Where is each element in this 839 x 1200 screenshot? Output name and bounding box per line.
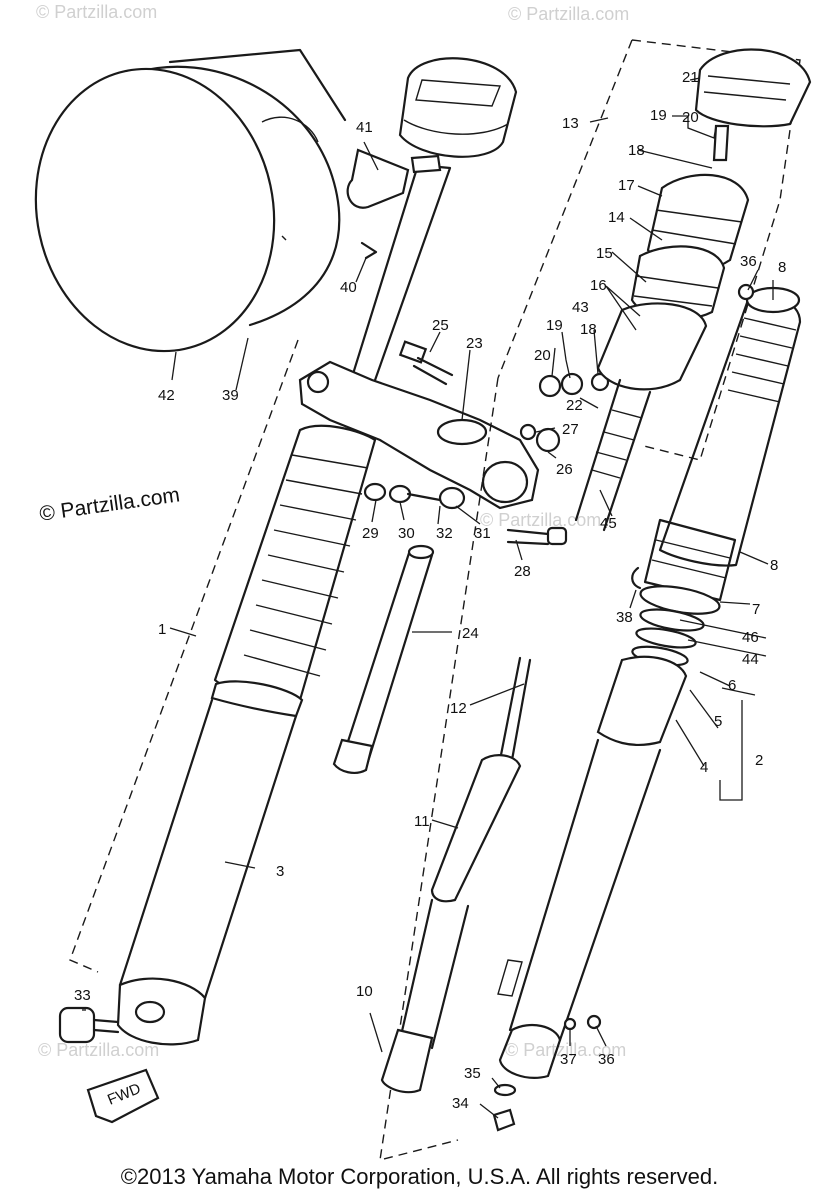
copyright-notice: ©2013 Yamaha Motor Corporation, U.S.A. A… [120, 1164, 719, 1189]
damper-rod [380, 656, 532, 1094]
axle-bolt [58, 1006, 120, 1044]
callout-42: 42 [158, 387, 175, 404]
callout-39: 39 [222, 387, 239, 404]
callout-34: 34 [452, 1095, 469, 1112]
callout-40: 40 [340, 279, 357, 296]
assembly-bracket-12 [379, 377, 499, 1161]
callout-6: 6 [728, 677, 736, 694]
assembly-bracket-1 [69, 339, 299, 973]
callout-19-lower: 19 [546, 317, 563, 334]
right-outer-tube [497, 655, 688, 1079]
callout-45: 45 [600, 515, 617, 532]
assembly-bracket-13-left [497, 39, 633, 379]
left-fork-assembly [116, 57, 540, 1046]
washer-37 [563, 1017, 577, 1031]
pinch-bolt [506, 526, 568, 546]
leader-lines [82, 77, 774, 1119]
callout-30: 30 [398, 525, 415, 542]
callout-19-upper: 19 [650, 107, 667, 124]
callout-14: 14 [608, 209, 625, 226]
washer-36-bottom [586, 1014, 602, 1030]
oring-18-left [590, 372, 610, 392]
washer-19-left [560, 372, 584, 396]
callout-4: 4 [700, 759, 708, 776]
callout-26: 26 [556, 461, 573, 478]
handlebar-bolt [398, 340, 454, 386]
watermark-bottom-right: © Partzilla.com [505, 1040, 627, 1060]
callout-23: 23 [466, 335, 483, 352]
callout-20-lower: 20 [534, 347, 551, 364]
nut-20-left [538, 374, 562, 398]
callout-28: 28 [514, 563, 531, 580]
callout-10: 10 [356, 983, 373, 1000]
callout-35: 35 [464, 1065, 481, 1082]
mounting-hardware-29-32 [363, 482, 466, 510]
callout-8-upper: 8 [778, 259, 786, 276]
callout-24: 24 [462, 625, 479, 642]
callout-5: 5 [714, 713, 722, 730]
fork-cap [694, 48, 812, 128]
washer-27 [519, 423, 537, 441]
callout-3: 3 [276, 863, 284, 880]
callout-11: 11 [414, 813, 430, 830]
callout-46: 46 [742, 629, 759, 646]
callout-41: 41 [356, 119, 373, 136]
cap-bolt [712, 124, 730, 162]
fork-inner-tube [332, 544, 435, 774]
fork-seal-stack [631, 585, 721, 667]
callout-1: 1 [158, 621, 166, 638]
callout-33: 33 [74, 987, 91, 1004]
callout-13: 13 [562, 115, 579, 132]
watermark-bottom-left: © Partzilla.com [38, 1040, 160, 1060]
headlight-screw [360, 241, 378, 260]
callout-8-lower: 8 [770, 557, 778, 574]
watermark-top-right: © Partzilla.com [508, 4, 630, 24]
callout-20-upper: 20 [682, 109, 699, 126]
nut-26 [535, 427, 561, 453]
callout-17: 17 [618, 177, 635, 194]
steering-stem-upper [574, 173, 750, 532]
callout-15: 15 [596, 245, 613, 262]
callout-36-upper: 36 [740, 253, 757, 270]
callout-37: 37 [560, 1051, 577, 1068]
callout-21: 21 [682, 69, 699, 86]
headlight-bracket [346, 148, 410, 209]
callout-36-lower: 36 [598, 1051, 615, 1068]
callout-labels: 1 2 3 4 5 6 7 8 8 10 11 12 13 14 15 16 1… [74, 69, 786, 1112]
clip-38 [631, 566, 642, 590]
watermark-top-left: © Partzilla.com [36, 2, 158, 22]
callout-27: 27 [562, 421, 579, 438]
callout-29: 29 [362, 525, 379, 542]
callout-7: 7 [752, 601, 760, 618]
callout-43: 43 [572, 299, 589, 316]
fwd-arrow [86, 1068, 160, 1124]
callout-18-lower: 18 [580, 321, 597, 338]
callout-31: 31 [474, 525, 491, 542]
callout-44: 44 [742, 651, 759, 668]
callout-18-upper: 18 [628, 142, 645, 159]
callout-25: 25 [432, 317, 449, 334]
callout-12: 12 [450, 700, 467, 717]
callout-38: 38 [616, 609, 633, 626]
headlight-assembly [34, 48, 347, 353]
drain-bolt-34 [492, 1108, 516, 1132]
callout-32: 32 [436, 525, 453, 542]
callout-2: 2 [755, 752, 763, 769]
watermark-mid-right: © Partzilla.com [480, 510, 602, 530]
callout-22: 22 [566, 397, 583, 414]
callout-16: 16 [590, 277, 607, 294]
